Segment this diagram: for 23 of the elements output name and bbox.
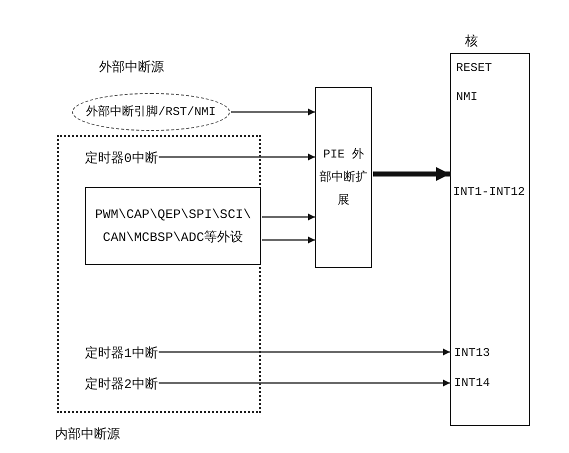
pin-label: INT1-INT12	[453, 184, 526, 200]
arrow	[158, 154, 315, 160]
arrow	[262, 214, 315, 220]
node-text: PWM\CAP\QEP\SPI\SCI\ CAN\MCBSP\ADC等外设	[94, 206, 252, 247]
pin-label: INT13	[454, 345, 490, 361]
interrupt-label: 定时器2中断	[85, 377, 158, 393]
arrow	[231, 108, 315, 116]
group-heading: 内部中断源	[55, 427, 120, 443]
group-heading: 核	[465, 34, 478, 50]
interrupt-label: 定时器0中断	[85, 151, 158, 167]
arrow	[158, 348, 450, 356]
group-heading: 外部中断源	[99, 60, 164, 76]
pin-label: NMI	[456, 89, 478, 105]
node-text: PIE 外部中断扩展	[318, 146, 368, 209]
arrow	[262, 236, 315, 244]
node-text: 外部中断引脚/RST/NMI	[85, 104, 217, 120]
interrupt-label: 定时器1中断	[85, 346, 158, 362]
arrow	[373, 167, 450, 181]
pin-label: RESET	[456, 60, 492, 76]
block-box	[85, 187, 261, 265]
pin-label: INT14	[454, 375, 490, 391]
arrow	[158, 380, 450, 386]
block-box	[315, 87, 372, 268]
